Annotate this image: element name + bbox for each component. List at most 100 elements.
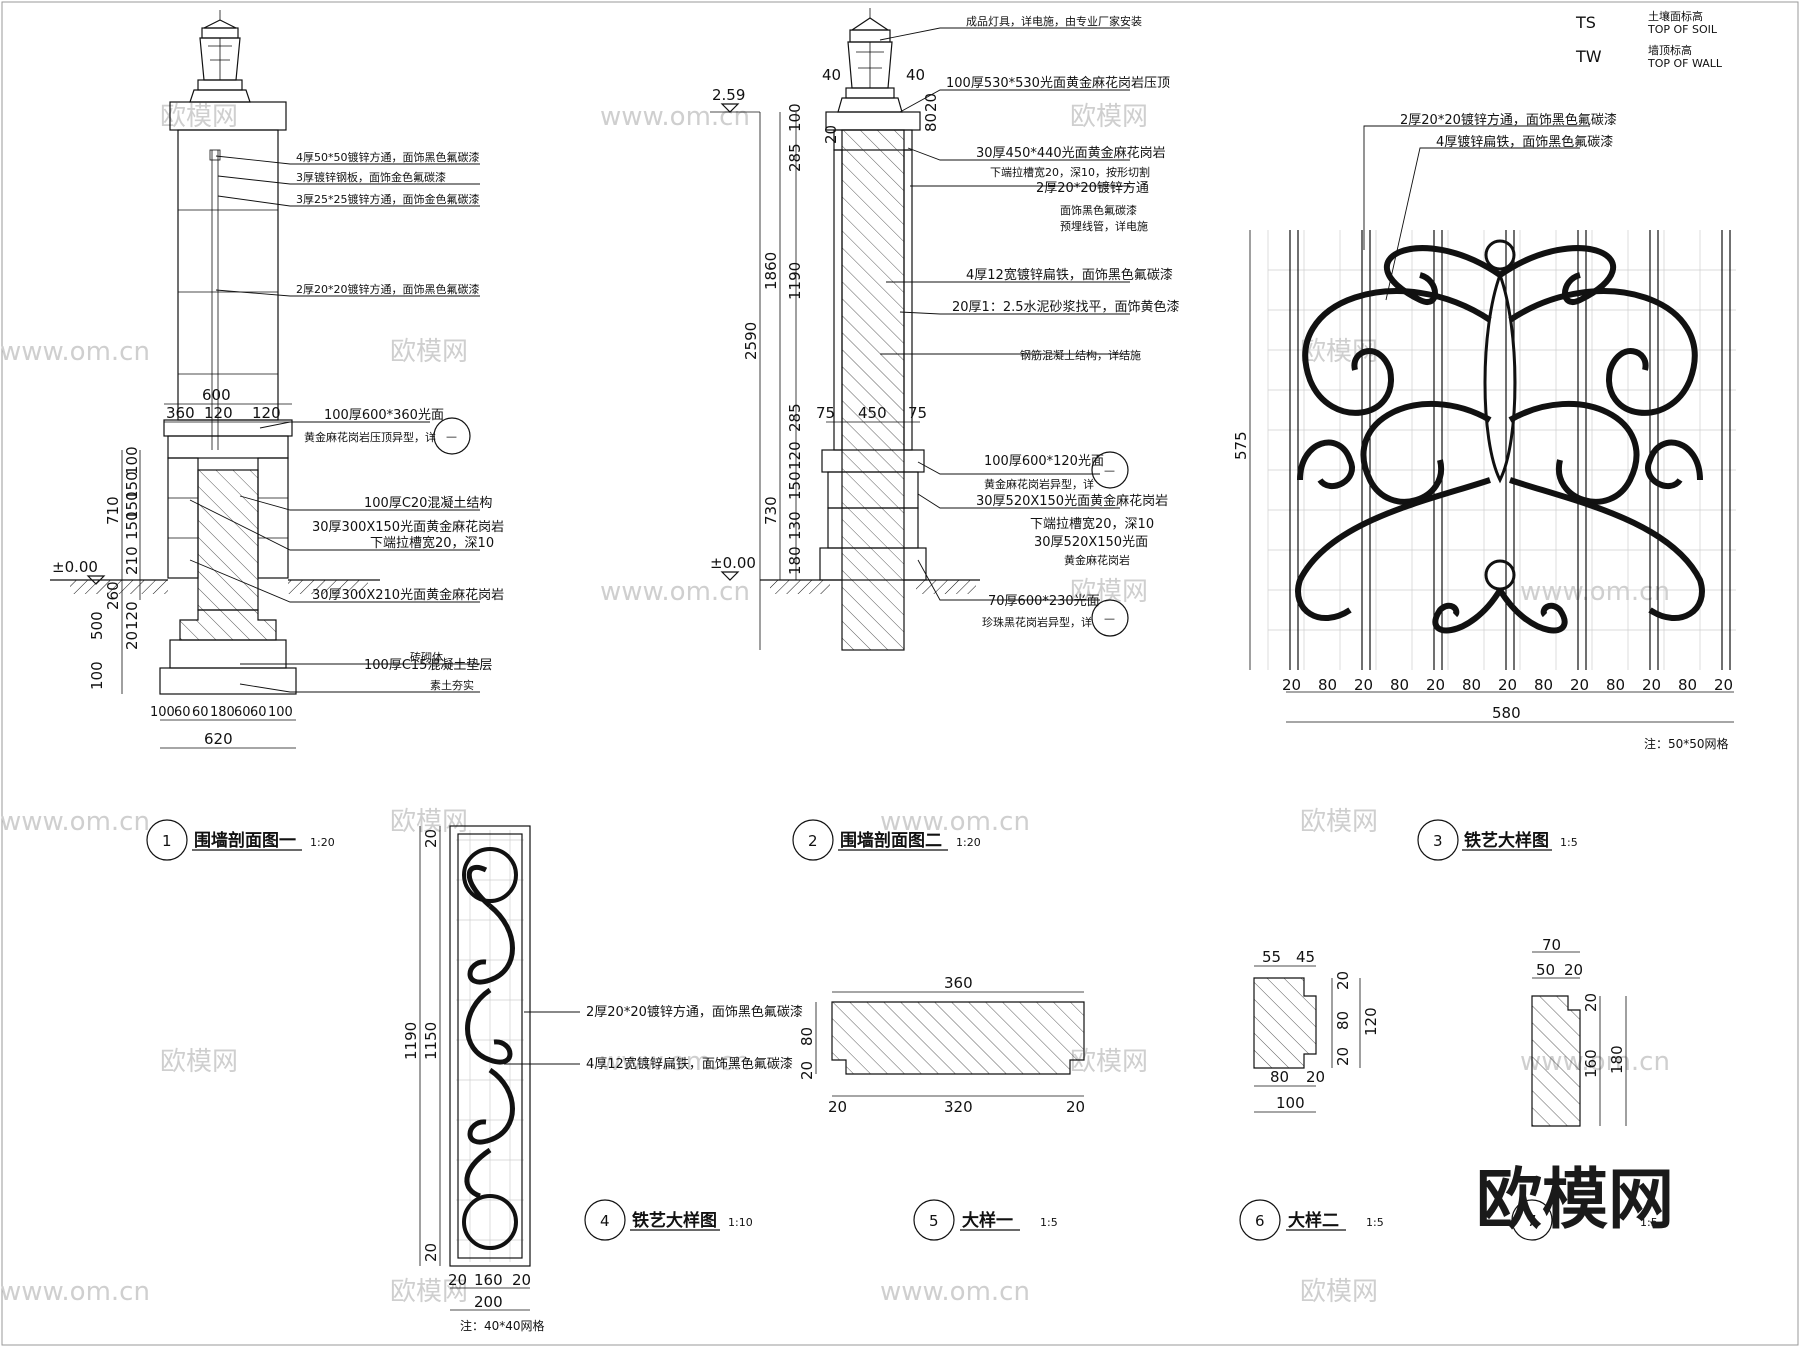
s2-note: 100厚600*120光面: [984, 454, 1104, 469]
svg-text:20: 20: [1642, 676, 1661, 694]
svg-text:20: 20: [422, 829, 440, 848]
view-title: 大样二: [1288, 1210, 1339, 1231]
svg-text:70: 70: [1542, 936, 1561, 954]
watermark: 欧模网: [1300, 1277, 1378, 1307]
level-label: ±0.00: [52, 558, 98, 576]
s2-note: 黄金麻花岗岩异型，详: [984, 477, 1094, 491]
legend-ts-cn: 土壤面标高: [1648, 9, 1703, 23]
d4-note: 2厚20*20镀锌方通，面饰黑色氟碳漆: [586, 1004, 803, 1020]
watermark-url: www.om.cn: [0, 807, 150, 837]
watermark: 欧模网: [1300, 807, 1378, 837]
svg-text:6: 6: [1255, 1212, 1265, 1230]
view-title: 围墙剖面图二: [840, 830, 942, 851]
svg-text:100: 100: [150, 705, 175, 720]
svg-text:1:5: 1:5: [1366, 1216, 1384, 1229]
svg-text:210: 210: [123, 546, 141, 575]
svg-text:60: 60: [192, 705, 209, 720]
legend-tw-code: TW: [1575, 47, 1602, 66]
view-number-bubble: [1417, 819, 1459, 861]
view-number-bubble: [792, 819, 834, 861]
svg-text:40: 40: [906, 66, 925, 84]
d4-note: 4厚12宽镀锌扁铁，面饰黑色氟碳漆: [586, 1056, 793, 1072]
svg-text:80: 80: [1318, 676, 1337, 694]
s1-note: 100厚C20混凝土结构: [364, 495, 492, 511]
watermark: 欧模网: [1070, 577, 1148, 607]
svg-text:360: 360: [166, 404, 195, 422]
s1-note: 30厚300X210光面黄金麻花岗岩: [312, 587, 504, 603]
s2-note: 70厚600*230光面: [988, 594, 1100, 609]
s2-note: 下端拉槽宽20，深10，按形切割: [990, 165, 1150, 179]
s2-note: 20厚1：2.5水泥砂浆找平，面饰黄色漆: [952, 299, 1180, 315]
lamp-icon: [837, 8, 903, 113]
wall-section-2: 2.59 ±0.00 100 285 1190 285 120 150 130 …: [710, 8, 1180, 861]
s1-note: 100厚600*360光面: [324, 408, 444, 423]
svg-text:120: 120: [123, 601, 141, 630]
s2-note: 下端拉槽宽20，深10: [1030, 516, 1154, 532]
level-label: 2.59: [712, 86, 745, 104]
watermark: 欧模网: [390, 337, 468, 367]
d3-note: 2厚20*20镀锌方通，面饰黑色氟碳漆: [1400, 112, 1617, 128]
svg-text:1:20: 1:20: [310, 836, 335, 849]
svg-text:4: 4: [600, 1212, 610, 1230]
s2-note: 钢筋混凝土结构，详结施: [1020, 348, 1141, 362]
svg-text:5: 5: [929, 1212, 939, 1230]
butterfly-scroll-icon: [1295, 239, 1705, 634]
svg-text:20: 20: [828, 1098, 847, 1116]
svg-text:20: 20: [512, 1271, 531, 1289]
svg-text:180: 180: [786, 546, 804, 575]
view-number-bubble: [913, 1199, 955, 1241]
stone-detail-7: 70 50 20 20 160 180 7 1:5: [1511, 936, 1658, 1241]
svg-text:20: 20: [1714, 676, 1733, 694]
svg-text:3: 3: [1433, 832, 1443, 850]
svg-text:20: 20: [1498, 676, 1517, 694]
wall-section-1: ±0.00 100 150 150 150 210 710 260 120 20…: [50, 10, 504, 861]
svg-text:1: 1: [162, 832, 172, 850]
watermark: 欧模网: [160, 1047, 238, 1077]
svg-text:285: 285: [786, 143, 804, 172]
svg-text:20: 20: [422, 1243, 440, 1262]
svg-text:100: 100: [268, 705, 293, 720]
view-number-bubble: [584, 1199, 626, 1241]
svg-text:55: 55: [1262, 948, 1281, 966]
svg-text:320: 320: [944, 1098, 973, 1116]
s2-note: 30厚520X150光面: [1034, 535, 1148, 550]
svg-text:80: 80: [1390, 676, 1409, 694]
s2-note: 成品灯具，详电施，由专业厂家安装: [966, 14, 1142, 28]
view-title: 大样一: [962, 1210, 1013, 1231]
d3-note: 4厚镀锌扁铁，面饰黑色氟碳漆: [1436, 134, 1613, 150]
svg-text:1150: 1150: [422, 1022, 440, 1060]
watermark-url: www.om.cn: [880, 1277, 1030, 1307]
svg-text:1:10: 1:10: [728, 1216, 753, 1229]
svg-text:500: 500: [88, 611, 106, 640]
legend-ts-code: TS: [1575, 13, 1596, 32]
s2-note: 黄金麻花岗岩: [1064, 553, 1130, 567]
grid-note: 注：50*50网格: [1644, 736, 1729, 751]
watermark: 欧模网: [390, 807, 468, 837]
svg-text:20: 20: [1334, 971, 1352, 990]
svg-text:60: 60: [250, 705, 267, 720]
svg-text:—: —: [1104, 612, 1115, 625]
svg-text:60: 60: [234, 705, 251, 720]
s2-note: 30厚520X150光面黄金麻花岗岩: [976, 493, 1168, 509]
svg-text:1:5: 1:5: [1040, 1216, 1058, 1229]
watermark-url: www.om.cn: [0, 337, 150, 367]
svg-text:100: 100: [1276, 1094, 1305, 1112]
s2-note: 2厚20*20镀锌方通: [1036, 180, 1149, 196]
svg-text:160: 160: [1582, 1049, 1600, 1078]
s1-note: 2厚20*20镀锌方通，面饰黑色氟碳漆: [296, 282, 480, 296]
svg-text:20: 20: [1306, 1068, 1325, 1086]
svg-text:150: 150: [123, 491, 141, 520]
watermark-url: www.om.cn: [880, 807, 1030, 837]
svg-text:1:5: 1:5: [1640, 1216, 1658, 1229]
svg-text:120: 120: [786, 441, 804, 470]
svg-text:80: 80: [1334, 1011, 1352, 1030]
svg-text:20: 20: [798, 1061, 816, 1080]
svg-text:20: 20: [1334, 1047, 1352, 1066]
s1-note: 砖砌体: [410, 650, 443, 664]
svg-text:730: 730: [762, 496, 780, 525]
svg-text:100: 100: [123, 446, 141, 475]
watermark: 欧模网: [160, 102, 238, 132]
svg-text:120: 120: [1362, 1007, 1380, 1036]
watermark-layer: 欧模网 欧模网 欧模网 欧模网 欧模网 欧模网 欧模网 欧模网 欧模网 欧模网 …: [0, 102, 1670, 1307]
level-label: ±0.00: [710, 554, 756, 572]
